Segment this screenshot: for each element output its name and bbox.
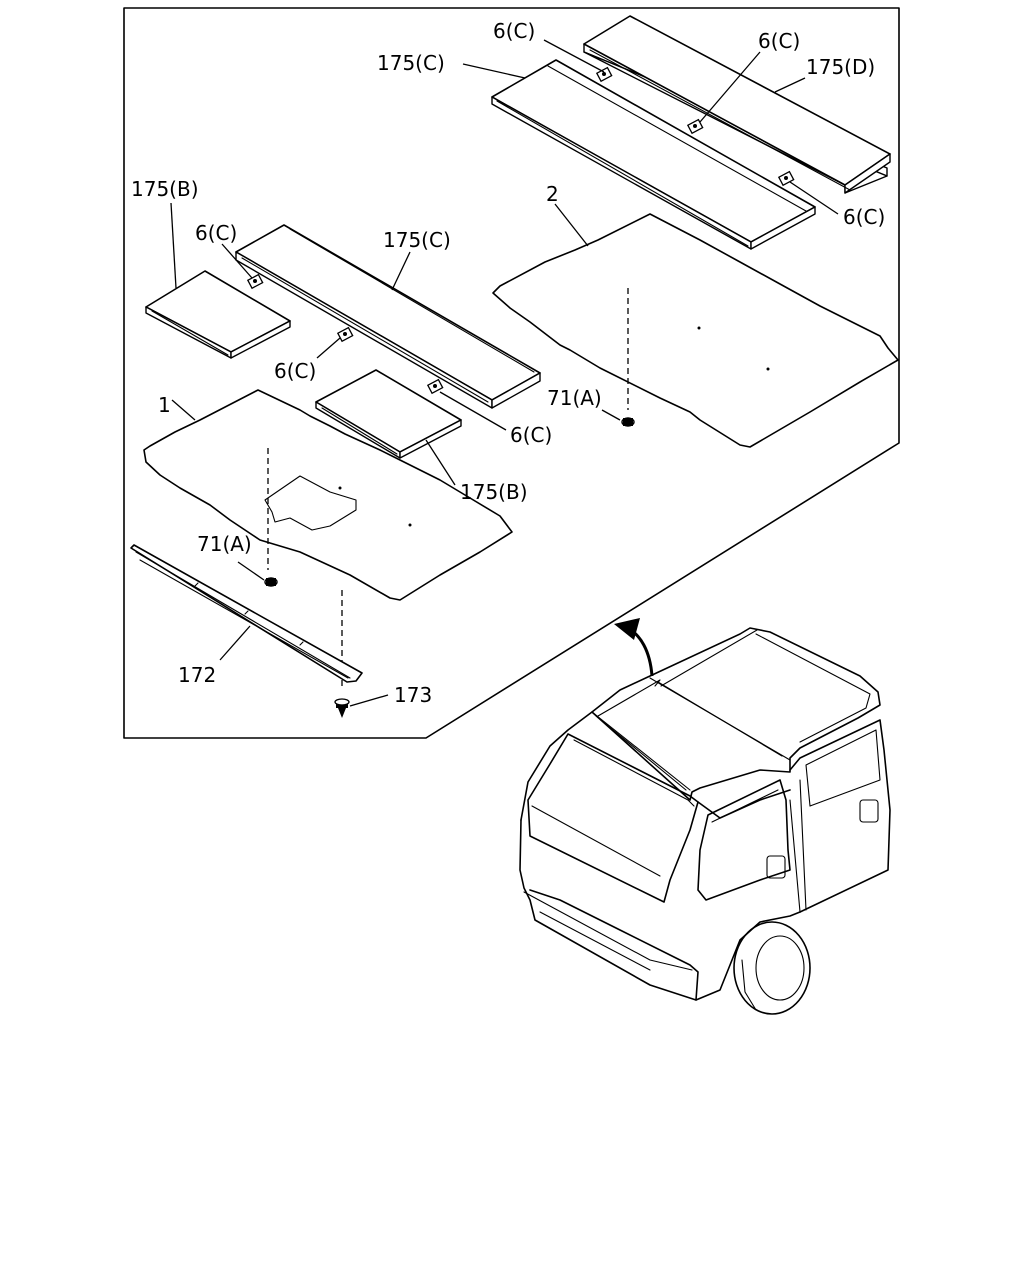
clip-71a-right xyxy=(621,417,635,427)
pad-175b-top xyxy=(145,270,291,359)
pad-175d xyxy=(583,15,891,194)
label-6c-left-mid: 6(C) xyxy=(274,359,316,383)
clip-6c-top-3 xyxy=(777,170,795,187)
label-6c-top-left: 6(C) xyxy=(493,19,535,43)
insulator-1-cutout xyxy=(264,475,357,531)
truck-cab xyxy=(519,627,891,1015)
label-71a-right: 71(A) xyxy=(547,386,602,410)
label-175c-top: 175(C) xyxy=(377,51,445,75)
detail-frame xyxy=(123,7,900,739)
clip-6c-top-2 xyxy=(686,118,704,135)
pad-175b-bottom xyxy=(315,369,462,459)
insulator-2 xyxy=(492,213,899,448)
clip-6c-left-1 xyxy=(246,273,264,290)
label-6c-top-right: 6(C) xyxy=(843,205,885,229)
label-173: 173 xyxy=(394,683,432,707)
pad-175c-top xyxy=(491,59,816,250)
label-175d: 175(D) xyxy=(806,55,875,79)
screw-173 xyxy=(334,698,350,718)
insulator-1 xyxy=(143,389,513,601)
leader-lines xyxy=(170,39,839,707)
label-175b-bottom: 175(B) xyxy=(460,480,528,504)
clip-6c-left-2 xyxy=(336,326,354,343)
label-175c-left: 175(C) xyxy=(383,228,451,252)
label-71a-left: 71(A) xyxy=(197,532,252,556)
label-172: 172 xyxy=(178,663,216,687)
label-175b-top: 175(B) xyxy=(131,177,199,201)
label-6c-left-top: 6(C) xyxy=(195,221,237,245)
label-6c-top-mid: 6(C) xyxy=(758,29,800,53)
reference-arrow xyxy=(614,618,654,677)
clip-6c-left-3 xyxy=(426,378,444,395)
scuff-strip-172 xyxy=(130,544,363,683)
label-6c-left-bottom: 6(C) xyxy=(510,423,552,447)
pad-175c-left xyxy=(235,224,541,409)
label-1: 1 xyxy=(158,393,171,417)
label-2: 2 xyxy=(546,182,559,206)
clip-71a-left xyxy=(264,577,278,587)
